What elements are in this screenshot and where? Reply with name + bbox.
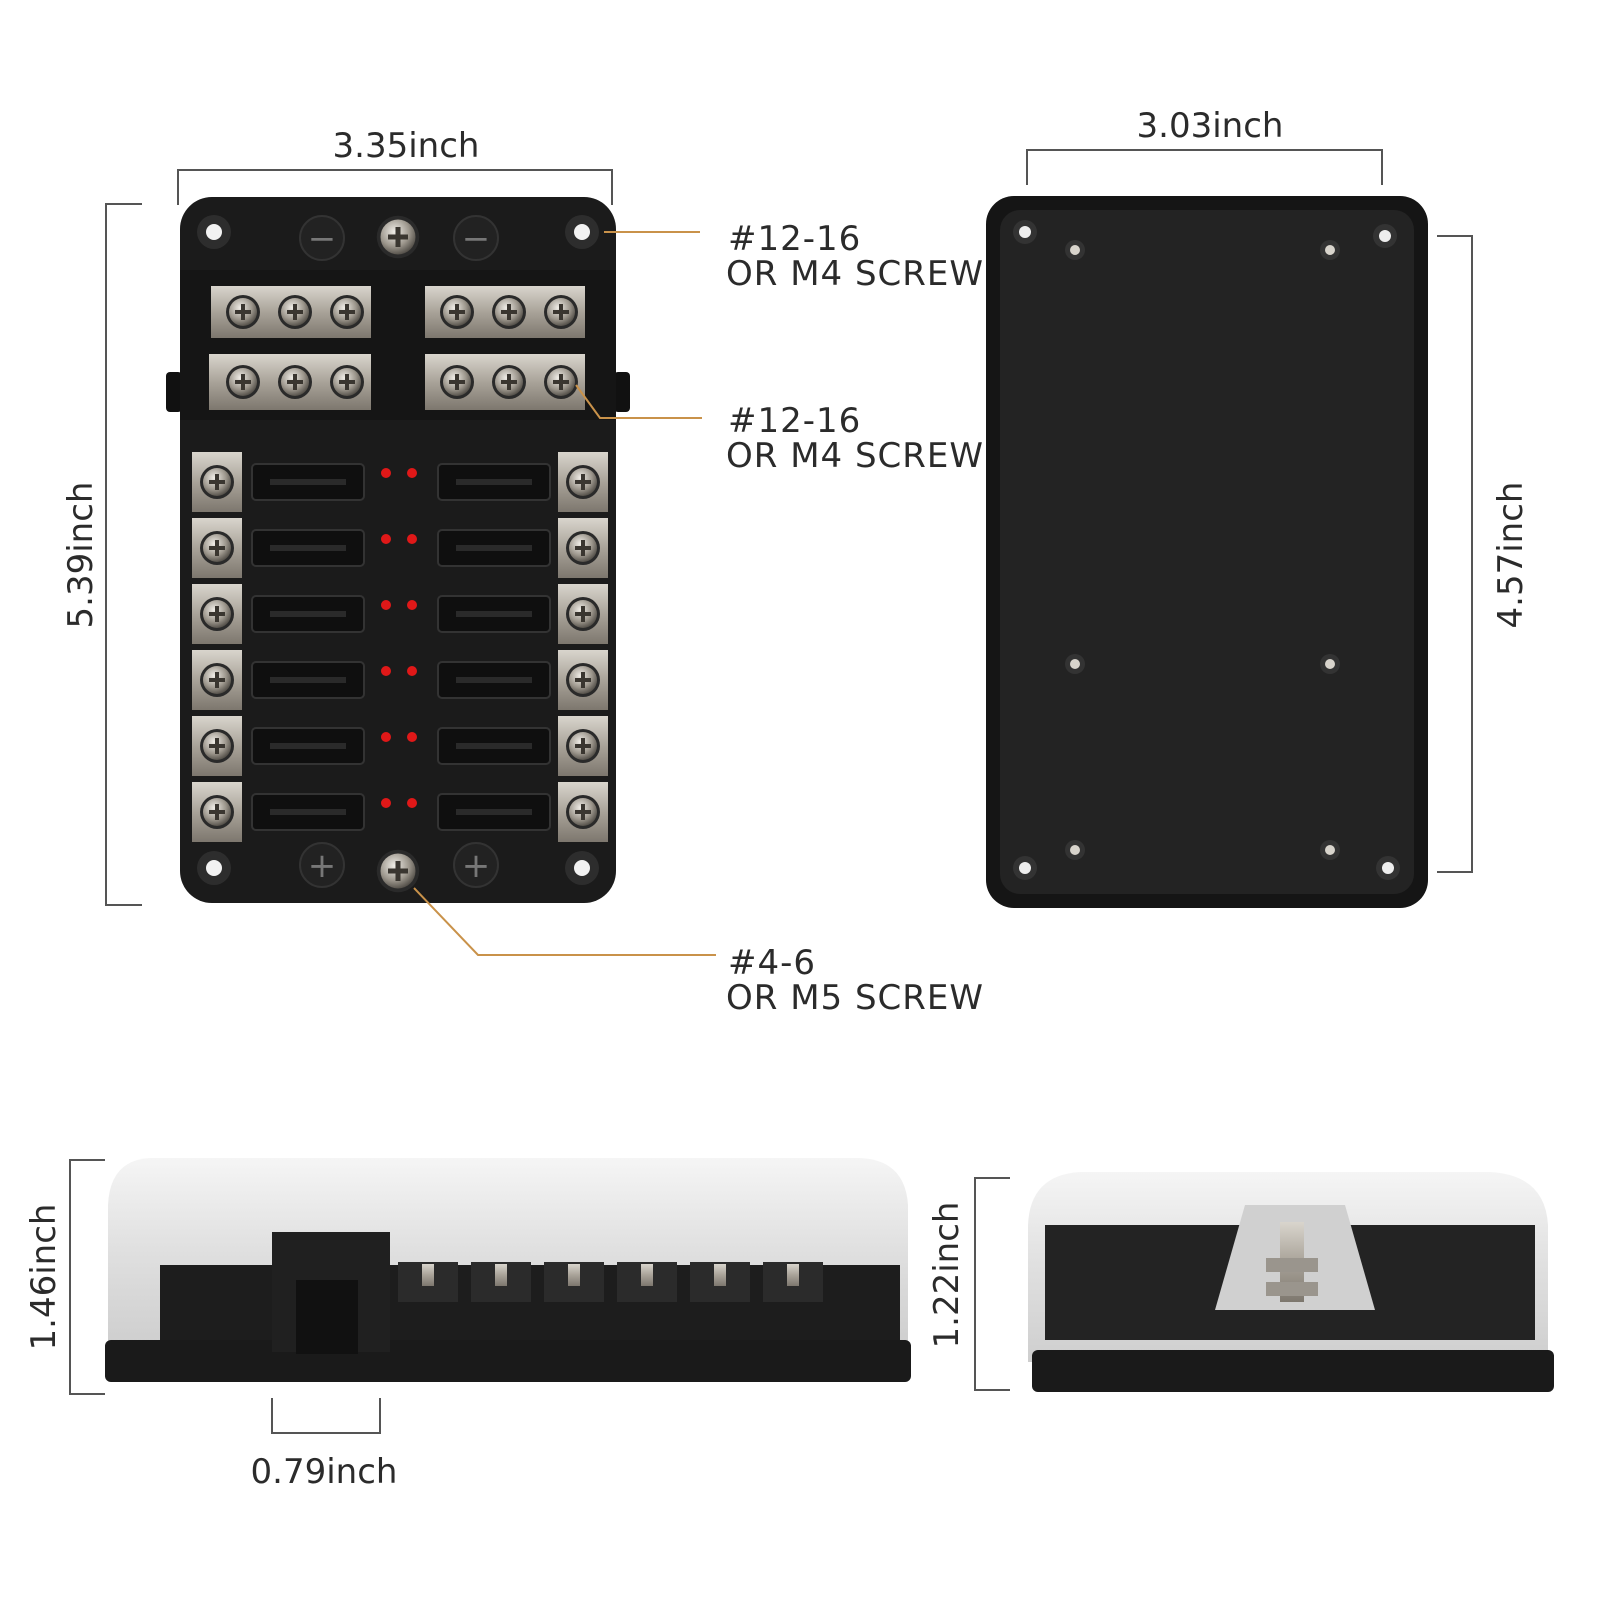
callout-leader bbox=[575, 384, 702, 419]
bus-screw-icon bbox=[330, 295, 364, 329]
svg-text:#4-6: #4-6 bbox=[728, 943, 816, 983]
mounting-hole bbox=[197, 851, 231, 885]
led-indicator bbox=[407, 732, 417, 742]
mounting-hole bbox=[197, 215, 231, 249]
terminal-screw-icon bbox=[200, 795, 234, 829]
terminal-screw-icon bbox=[566, 465, 600, 499]
callout-bus-screw: #12-16 OR M4 SCREW bbox=[726, 401, 984, 476]
terminal-screw-icon bbox=[566, 531, 600, 565]
bus-screw-icon bbox=[492, 365, 526, 399]
svg-text:#12-16: #12-16 bbox=[728, 219, 861, 259]
negative-symbol: − bbox=[299, 215, 345, 261]
led-indicator bbox=[407, 534, 417, 544]
back-height-label: 4.57inch bbox=[1491, 482, 1531, 629]
side-terminals bbox=[398, 1262, 823, 1302]
terminal-screw-icon bbox=[200, 597, 234, 631]
front-width-label: 3.35inch bbox=[333, 126, 480, 166]
front-view: 3.35inch 5.39inch − − + + bbox=[61, 126, 984, 1018]
end-view: 1.22inch bbox=[927, 1172, 1554, 1392]
bus-screw-icon bbox=[278, 365, 312, 399]
bus-screw-icon bbox=[492, 295, 526, 329]
bus-screw-icon bbox=[226, 365, 260, 399]
terminal-screw-icon bbox=[566, 597, 600, 631]
bus-screw-icon bbox=[440, 295, 474, 329]
svg-text:OR M4 SCREW: OR M4 SCREW bbox=[726, 436, 984, 476]
terminal-screw-icon bbox=[200, 531, 234, 565]
mounting-hole bbox=[565, 851, 599, 885]
base bbox=[1032, 1350, 1554, 1392]
terminal-screw-icon bbox=[566, 729, 600, 763]
mounting-hole bbox=[565, 215, 599, 249]
bus-screw-icon bbox=[278, 295, 312, 329]
mounting-hole bbox=[1373, 224, 1397, 248]
base bbox=[105, 1340, 911, 1382]
led-indicator bbox=[381, 600, 391, 610]
led-indicator bbox=[381, 666, 391, 676]
led-indicator bbox=[381, 798, 391, 808]
terminal-screw-icon bbox=[566, 663, 600, 697]
led-indicator bbox=[407, 798, 417, 808]
terminal-screw-icon bbox=[566, 795, 600, 829]
negative-stud-icon bbox=[376, 215, 420, 259]
back-view: 3.03inch 4.57inch bbox=[986, 106, 1531, 908]
fuse-rows bbox=[192, 452, 608, 842]
callout-leader bbox=[413, 887, 716, 956]
positive-symbol: + bbox=[453, 842, 499, 888]
front-height-dimension: 5.39inch bbox=[61, 203, 142, 906]
led-indicator bbox=[381, 468, 391, 478]
bus-screw-icon bbox=[544, 295, 578, 329]
svg-text:−: − bbox=[308, 219, 337, 259]
negative-symbol: − bbox=[453, 215, 499, 261]
terminal-screw-icon bbox=[200, 663, 234, 697]
svg-text:+: + bbox=[462, 846, 491, 886]
back-width-dimension: 3.03inch bbox=[1026, 106, 1383, 185]
side-view: 1.46inch 0.79inch bbox=[24, 1158, 911, 1492]
svg-text:OR M5 SCREW: OR M5 SCREW bbox=[726, 978, 984, 1018]
back-height-dimension: 4.57inch bbox=[1437, 235, 1531, 873]
svg-text:OR M4 SCREW: OR M4 SCREW bbox=[726, 254, 984, 294]
bus-screw-icon bbox=[330, 365, 364, 399]
terminal-screw-icon bbox=[200, 729, 234, 763]
front-width-dimension: 3.35inch bbox=[177, 126, 613, 205]
positive-stud-icon bbox=[376, 849, 420, 893]
terminal-screw-icon bbox=[200, 465, 234, 499]
svg-text:#12-16: #12-16 bbox=[728, 401, 861, 441]
back-rivets bbox=[1065, 240, 1340, 860]
bus-screw-icon bbox=[440, 365, 474, 399]
side-height-label: 1.46inch bbox=[24, 1204, 64, 1351]
led-indicator bbox=[381, 534, 391, 544]
led-indicator bbox=[381, 732, 391, 742]
callout-stud-screw: #4-6 OR M5 SCREW bbox=[726, 943, 984, 1018]
led-indicator bbox=[407, 666, 417, 676]
back-width-label: 3.03inch bbox=[1137, 106, 1284, 146]
svg-text:−: − bbox=[462, 219, 491, 259]
bus-screw-icon bbox=[226, 295, 260, 329]
side-tab-label: 0.79inch bbox=[251, 1452, 398, 1492]
end-height-label: 1.22inch bbox=[927, 1202, 967, 1349]
front-height-label: 5.39inch bbox=[61, 482, 101, 629]
side-tab-dimension: 0.79inch bbox=[251, 1398, 398, 1492]
side-height-dimension: 1.46inch bbox=[24, 1159, 105, 1395]
end-height-dimension: 1.22inch bbox=[927, 1177, 1010, 1391]
positive-symbol: + bbox=[299, 842, 345, 888]
bus-screw-icon bbox=[544, 365, 578, 399]
callout-top-screw: #12-16 OR M4 SCREW bbox=[726, 219, 984, 294]
mounting-hole bbox=[1013, 856, 1037, 880]
led-indicator bbox=[407, 600, 417, 610]
mounting-hole bbox=[1376, 856, 1400, 880]
svg-text:+: + bbox=[308, 846, 337, 886]
mounting-hole bbox=[1013, 220, 1037, 244]
led-indicator bbox=[407, 468, 417, 478]
